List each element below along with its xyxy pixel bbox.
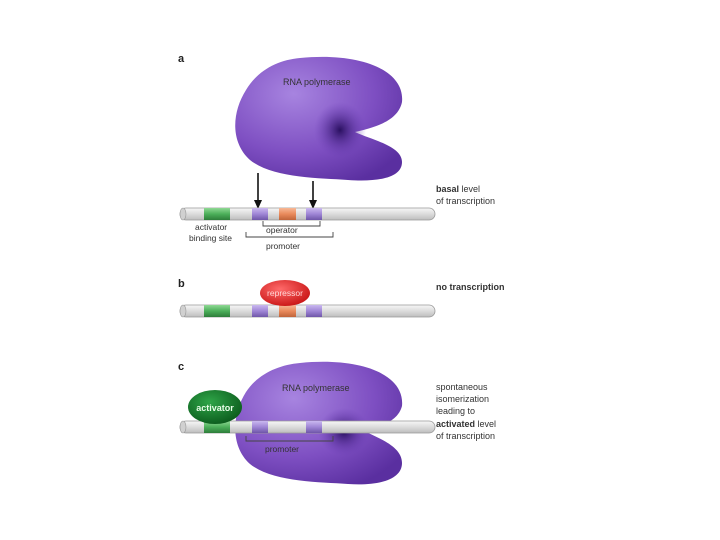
dna-strand-b <box>179 304 436 318</box>
rna-polymerase-label-c: RNA polymerase <box>282 383 350 393</box>
dna-strand-c <box>179 420 436 434</box>
promoter-box-right-a <box>306 208 322 220</box>
promoter-box-right-b <box>306 305 322 317</box>
repressor-label: repressor <box>267 288 303 298</box>
outcome-c-line2: isomerization <box>436 394 489 404</box>
outcome-c-line1: spontaneous <box>436 382 488 392</box>
activator-binding-site-a <box>204 208 230 220</box>
promoter-box-left-a <box>252 208 268 220</box>
dna-strand-a <box>179 207 436 221</box>
promoter-box-left-b <box>252 305 268 317</box>
outcome-c-line4: activated level <box>436 419 496 429</box>
arrowhead-right-a <box>309 200 317 209</box>
repressor-shape <box>260 280 310 306</box>
polymerase-groove-a <box>314 102 366 158</box>
activator-binding-label-2: binding site <box>189 233 232 243</box>
panel-label-b: b <box>178 278 185 290</box>
operator-site-b <box>279 305 296 317</box>
promoter-label-c: promoter <box>265 444 299 454</box>
outcome-c-line3: leading to <box>436 406 475 416</box>
panel-label-a: a <box>178 53 185 65</box>
rna-polymerase-label-a: RNA polymerase <box>283 77 351 87</box>
activator-label: activator <box>196 403 234 413</box>
promoter-bracket-c <box>245 436 334 442</box>
promoter-label-a: promoter <box>266 241 300 251</box>
operator-label: operator <box>266 225 298 235</box>
arrowhead-left-a <box>254 200 262 209</box>
outcome-c-line5: of transcription <box>436 431 495 441</box>
outcome-a-line2: of transcription <box>436 196 495 206</box>
operator-site-a <box>279 208 296 220</box>
promoter-box-right-c <box>306 421 322 433</box>
promoter-box-left-c <box>252 421 268 433</box>
activator-shape <box>188 390 242 424</box>
outcome-b: no transcription <box>436 282 505 292</box>
activator-binding-site-b <box>204 305 230 317</box>
activator-binding-site-c <box>204 421 230 433</box>
promoter-bracket-a <box>245 232 334 238</box>
activator-binding-label-1: activator <box>195 222 227 232</box>
panel-label-c: c <box>178 361 184 373</box>
operator-bracket <box>262 221 321 227</box>
outcome-a-line1: basal level <box>436 184 480 194</box>
